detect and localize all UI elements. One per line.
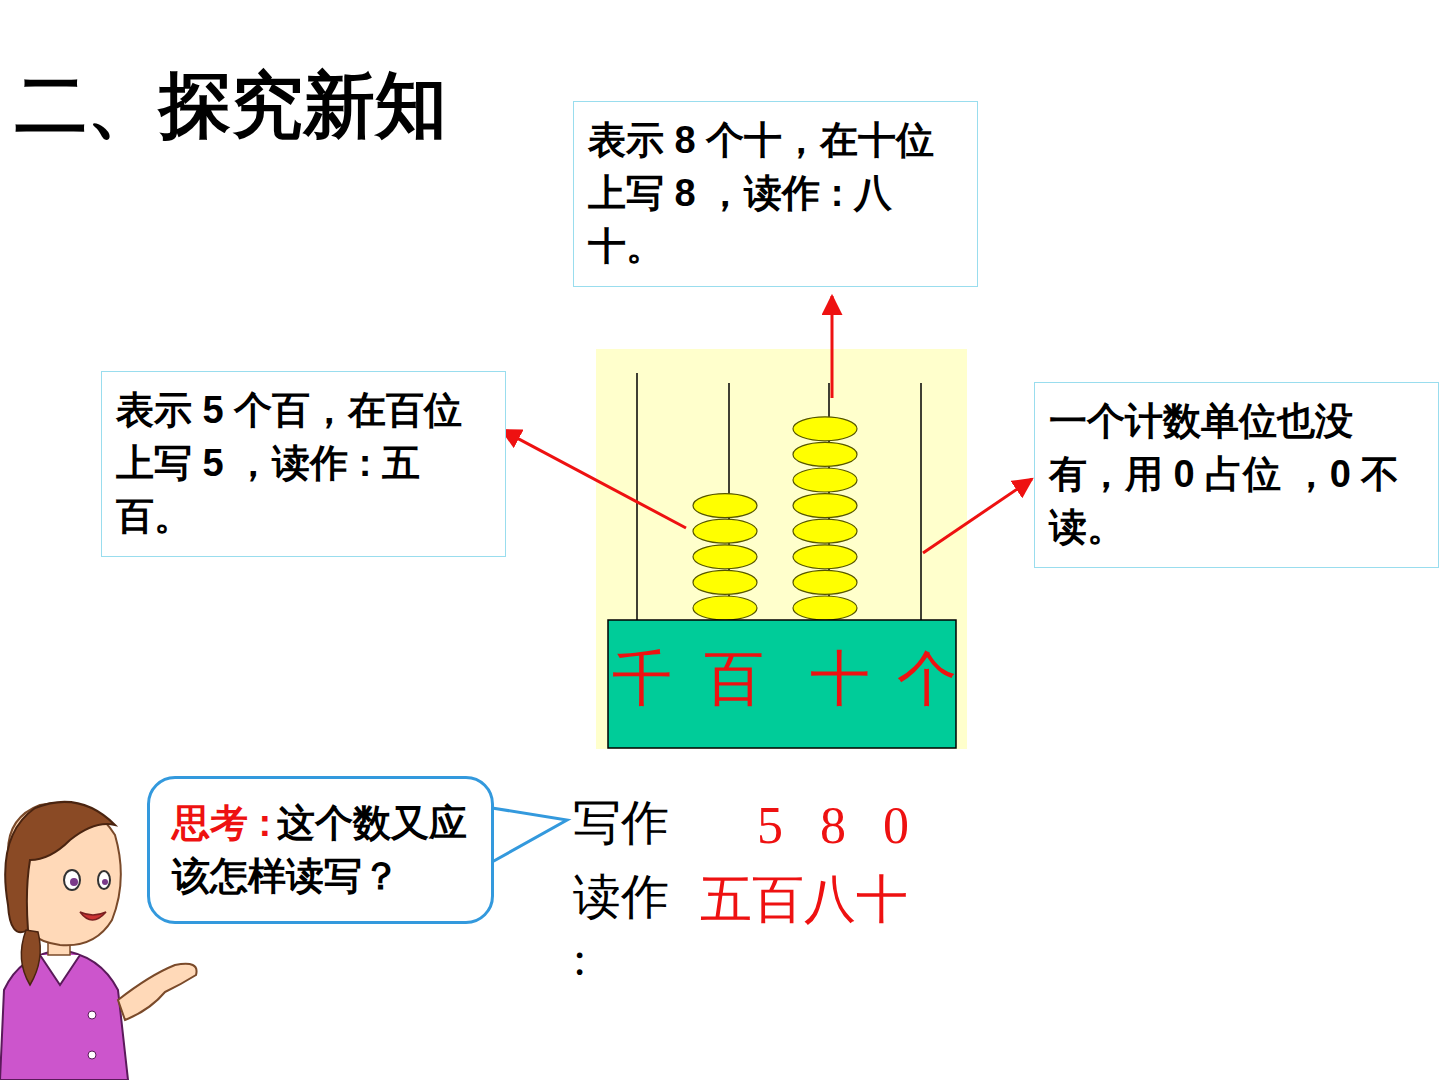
abacus-bead	[793, 417, 857, 441]
abacus-bead	[793, 442, 857, 466]
slide-title: 二、探究新知	[15, 58, 447, 154]
abacus-bead	[793, 468, 857, 492]
leader-arrows	[502, 296, 1032, 553]
place-label: 个	[897, 640, 957, 718]
write-label: 写作	[573, 792, 669, 854]
prompt-heading: 思考 :	[172, 802, 271, 844]
abacus	[596, 349, 967, 749]
abacus-bead	[793, 545, 857, 569]
callout-box: 表示 5 个百，在百位上写 5 ，读作 : 五百。	[101, 371, 506, 557]
place-label: 百	[704, 640, 764, 718]
callout-text: 表示 8 个十，在十位上写 8 ，读作 : 八十。	[588, 119, 934, 267]
speech-bubble: 思考 :这个数又应该怎样读写？	[147, 776, 494, 924]
read-number: 五百八十	[700, 866, 908, 934]
read-label: 读作 :	[573, 866, 683, 991]
callout-box: 一个计数单位也没有，用 0 占位 ，0 不读。	[1034, 382, 1439, 568]
callout-text: 一个计数单位也没有，用 0 占位 ，0 不读。	[1049, 400, 1400, 548]
place-label: 千	[612, 640, 672, 718]
abacus-bead	[693, 519, 757, 543]
callout-text: 表示 5 个百，在百位上写 5 ，读作 : 五百。	[116, 389, 462, 537]
abacus-bead	[693, 596, 757, 620]
callout-box: 表示 8 个十，在十位上写 8 ，读作 : 八十。	[573, 101, 978, 287]
abacus-bead	[693, 545, 757, 569]
bubble-tail	[492, 808, 567, 862]
abacus-bead	[793, 494, 857, 518]
abacus-beads	[693, 417, 857, 620]
abacus-bead	[793, 570, 857, 594]
written-number: 5 8 0	[757, 792, 921, 860]
abacus-bead	[693, 570, 757, 594]
abacus-bead	[793, 519, 857, 543]
abacus-bead	[793, 596, 857, 620]
place-label: 十	[810, 640, 870, 718]
abacus-bead	[693, 494, 757, 518]
